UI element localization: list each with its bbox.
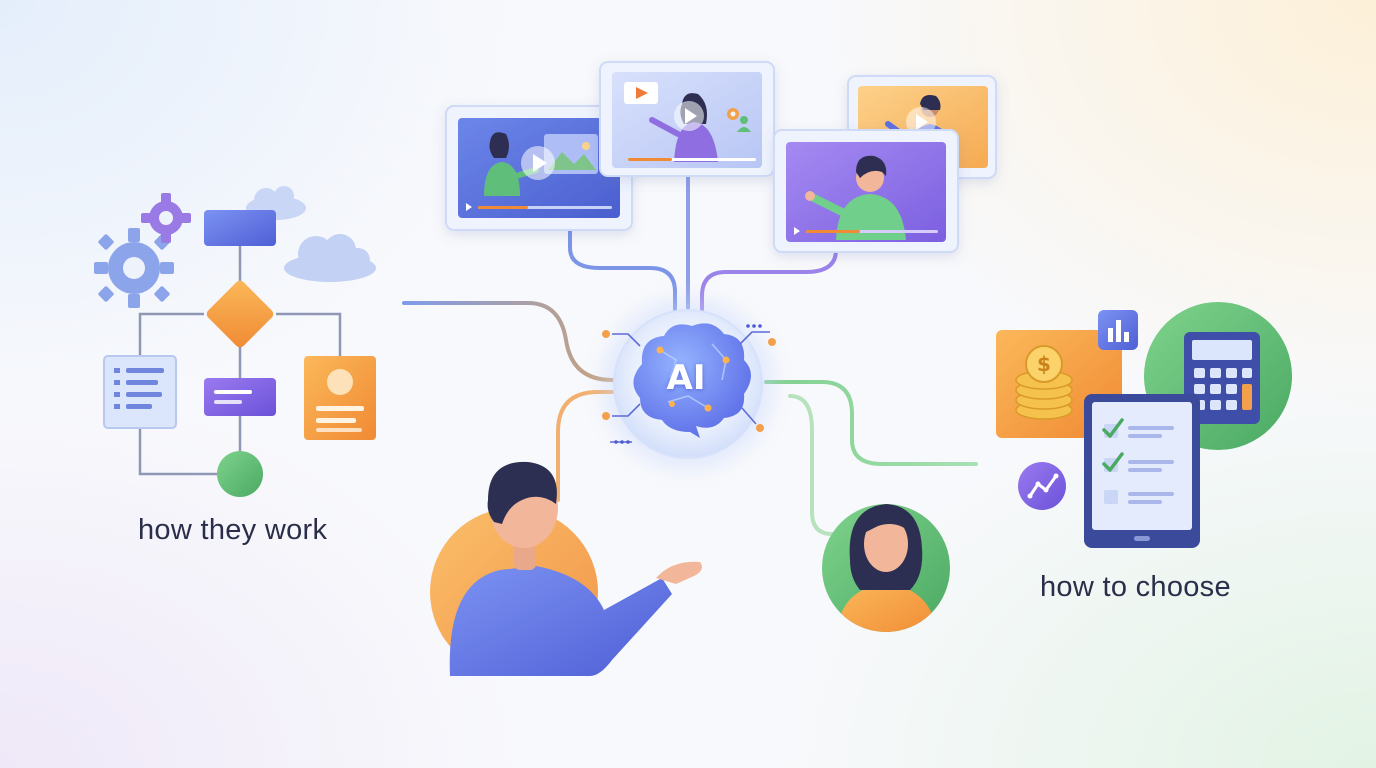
svg-text:$: $: [1037, 352, 1051, 376]
gear-icon: [94, 228, 174, 308]
document-list-icon: [103, 355, 177, 429]
flow-process-box: [204, 378, 276, 416]
flow-decision-diamond: [206, 280, 274, 348]
choice-illustration: $: [996, 302, 1292, 548]
video-panel-1[interactable]: [445, 105, 633, 231]
gear-small-icon: [141, 193, 191, 243]
connector-right: [764, 380, 978, 466]
connector-left: [402, 301, 614, 382]
connector-person-left: [556, 390, 614, 502]
profile-card-icon: [304, 356, 376, 440]
caption-how-to-choose: how to choose: [1040, 571, 1231, 603]
flow-end-circle: [217, 451, 263, 497]
video-panel-2[interactable]: [599, 61, 775, 177]
ai-hub: [602, 298, 776, 470]
flow-start-box: [204, 210, 276, 246]
listener-avatar: [822, 504, 950, 632]
caption-how-they-work: how they work: [138, 514, 328, 546]
connector-person-right: [788, 394, 834, 536]
flowchart-illustration: [94, 186, 376, 497]
cloud-icon-large: [284, 234, 376, 282]
trend-icon: [1018, 462, 1066, 510]
connector-video-3: [700, 248, 838, 314]
connector-video-1: [568, 226, 677, 314]
video-panel-4[interactable]: [773, 129, 959, 253]
bar-chart-icon: [1098, 310, 1138, 350]
checklist-tablet-icon: [1084, 394, 1200, 548]
speaker-avatar: [430, 461, 702, 676]
ai-hub-label: AI: [666, 358, 706, 398]
connector-lines: [402, 174, 978, 536]
brain-icon: [633, 323, 751, 438]
